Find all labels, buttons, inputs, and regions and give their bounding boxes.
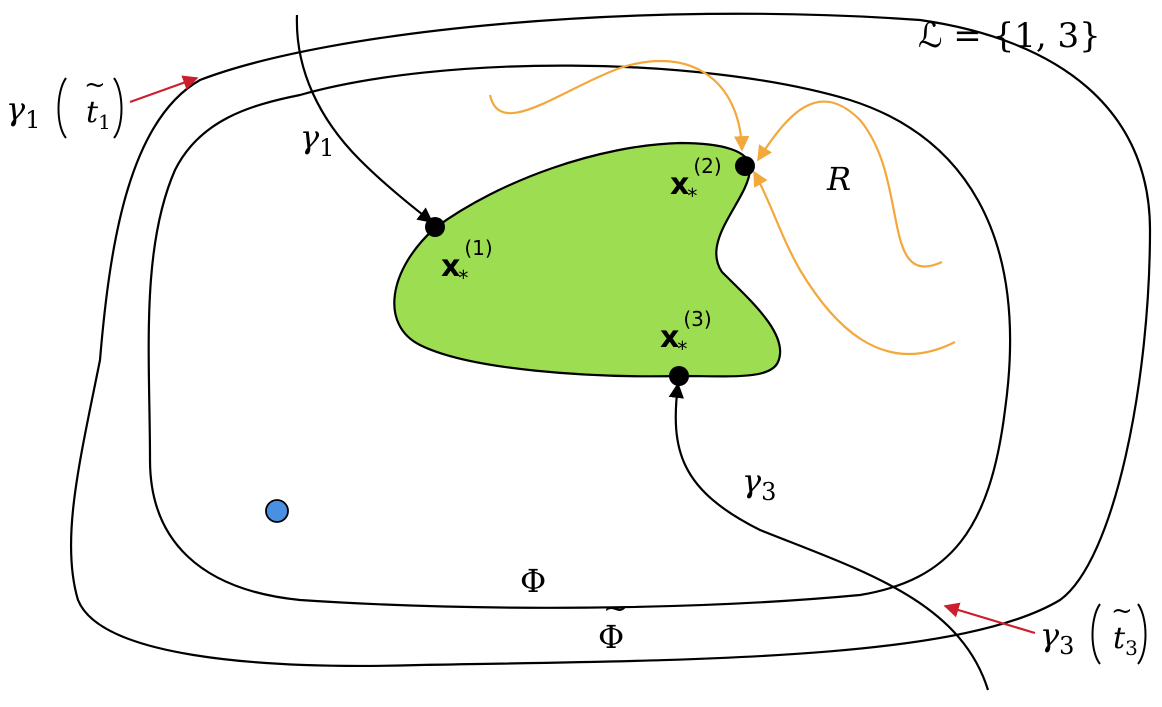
equilibrium-label-3: x*(3) xyxy=(660,307,712,361)
svg-text:~: ~ xyxy=(1111,596,1133,626)
svg-text:γ3: γ3 xyxy=(1040,616,1074,660)
equilibrium-point-3 xyxy=(669,366,689,386)
region-label: R xyxy=(826,160,851,198)
set-label: ℒ = {1, 3} xyxy=(918,16,1101,56)
orange-trajectory-a xyxy=(488,59,750,152)
svg-text:~: ~ xyxy=(84,70,106,100)
blue-point xyxy=(265,499,289,523)
trajectory-gamma1 xyxy=(295,14,434,223)
curve-phi xyxy=(147,64,1012,609)
curve-phi-tilde-label: Φ xyxy=(598,618,624,656)
svg-text:t1: t1 xyxy=(86,95,111,134)
equilibrium-label-2: x*(2) xyxy=(670,154,722,208)
orange-trajectory-b xyxy=(757,100,943,268)
trajectory-gamma3 xyxy=(668,382,990,691)
svg-text:t3: t3 xyxy=(1113,621,1138,660)
orange-trajectory-c xyxy=(753,170,956,356)
gamma3-crossing-arrow xyxy=(943,602,1036,635)
equilibrium-label-1: x*(1) xyxy=(441,236,493,290)
gamma1-label: γ1 xyxy=(300,118,334,162)
curve-phi-tilde xyxy=(69,12,1152,667)
gamma1-crossing-label: γ1 ~ t1 xyxy=(6,70,123,139)
gamma1-crossing-arrow xyxy=(129,75,199,104)
gamma3-crossing-label: γ3 ~ t3 xyxy=(1040,596,1147,665)
equilibrium-point-2 xyxy=(735,156,755,176)
attractor-region xyxy=(393,141,782,378)
curve-phi-tilde-accent: ~ xyxy=(603,591,628,626)
curve-phi-label: Φ xyxy=(520,562,546,600)
gamma3-label: γ3 xyxy=(742,462,776,506)
equilibrium-point-1 xyxy=(425,217,445,237)
svg-text:γ1: γ1 xyxy=(6,90,40,134)
